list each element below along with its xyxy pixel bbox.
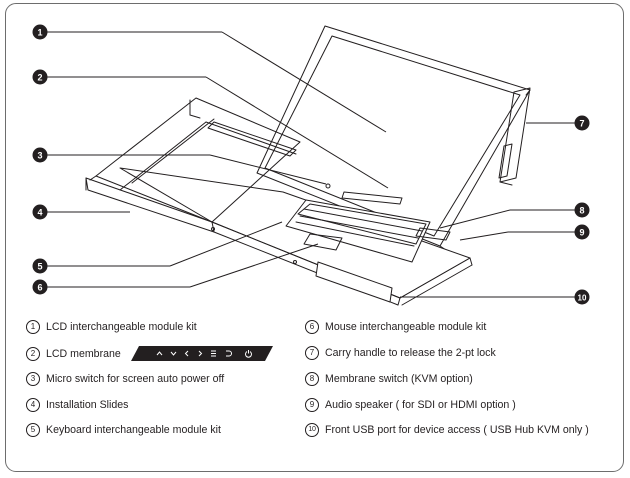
legend-number: 4 [26,398,40,412]
legend-number: 10 [305,423,319,437]
menu-icon [210,350,216,357]
callout-9: 9 [574,224,590,240]
chevron-left-icon [184,350,189,357]
chevron-up-icon [156,351,163,356]
svg-text:6: 6 [37,282,42,292]
legend-item-8: 8 Membrane switch (KVM option) [305,372,473,386]
legend-item-9: 9 Audio speaker ( for SDI or HDMI option… [305,398,516,412]
svg-text:3: 3 [37,150,42,160]
legend-item-4: 4 Installation Slides [26,398,128,412]
callout-3: 3 [32,147,48,163]
diagram-frame [5,3,624,472]
chevron-right-icon [198,350,202,357]
legend-text: Carry handle to release the 2-pt lock [325,347,496,359]
lcd-panel [256,25,531,251]
callout-2: 2 [32,69,48,85]
svg-text:4: 4 [37,207,42,217]
legend-item-7: 7 Carry handle to release the 2-pt lock [305,346,496,360]
legend-text: Installation Slides [46,399,129,411]
legend-text: Keyboard interchangeable module kit [46,424,221,436]
callout-1: 1 [32,24,48,40]
drawer-tray [85,167,473,306]
legend-text: LCD interchangeable module kit [46,321,197,333]
legend-item-10: 10 Front USB port for device access ( US… [305,423,589,437]
callout-8: 8 [574,202,590,218]
legend-text: Audio speaker ( for SDI or HDMI option ) [325,399,516,411]
legend-number: 5 [26,423,40,437]
legend-item-1: 1 LCD interchangeable module kit [26,320,197,334]
svg-text:7: 7 [579,118,584,128]
legend-text: Mouse interchangeable module kit [325,321,487,333]
legend-item-2: 2 LCD membrane [26,346,273,361]
keyboard [285,199,431,263]
carry-handle [498,87,531,186]
legend-text: LCD membrane [46,347,121,360]
chevron-down-icon [170,351,177,356]
svg-text:8: 8 [579,205,584,215]
membrane-panel [341,191,451,241]
svg-text:10: 10 [578,293,587,302]
legend-number: 2 [26,346,40,361]
legend-text: Membrane switch (KVM option) [325,373,473,385]
legend-item-3: 3 Micro switch for screen auto power off [26,372,224,386]
legend-number: 9 [305,398,319,412]
callout-5: 5 [32,258,48,274]
legend-number: 8 [305,372,319,386]
return-icon [225,350,232,357]
legend-text: Front USB port for device access ( USB H… [325,424,589,436]
callout-4: 4 [32,204,48,220]
legend-item-5: 5 Keyboard interchangeable module kit [26,423,221,437]
svg-text:9: 9 [579,227,584,237]
svg-text:2: 2 [37,72,42,82]
installation-slides [85,97,301,223]
svg-text:1: 1 [37,27,42,37]
svg-text:5: 5 [37,261,42,271]
power-icon [244,350,252,358]
legend-text: Micro switch for screen auto power off [46,373,225,385]
callout-7: 7 [574,115,590,131]
legend-number: 3 [26,372,40,386]
legend-number: 1 [26,320,40,334]
legend-item-6: 6 Mouse interchangeable module kit [305,320,486,334]
legend-number: 7 [305,346,319,360]
callout-10: 10 [574,289,590,305]
legend-number: 6 [305,320,319,334]
lcd-membrane-strip [130,346,273,361]
callout-6: 6 [32,279,48,295]
